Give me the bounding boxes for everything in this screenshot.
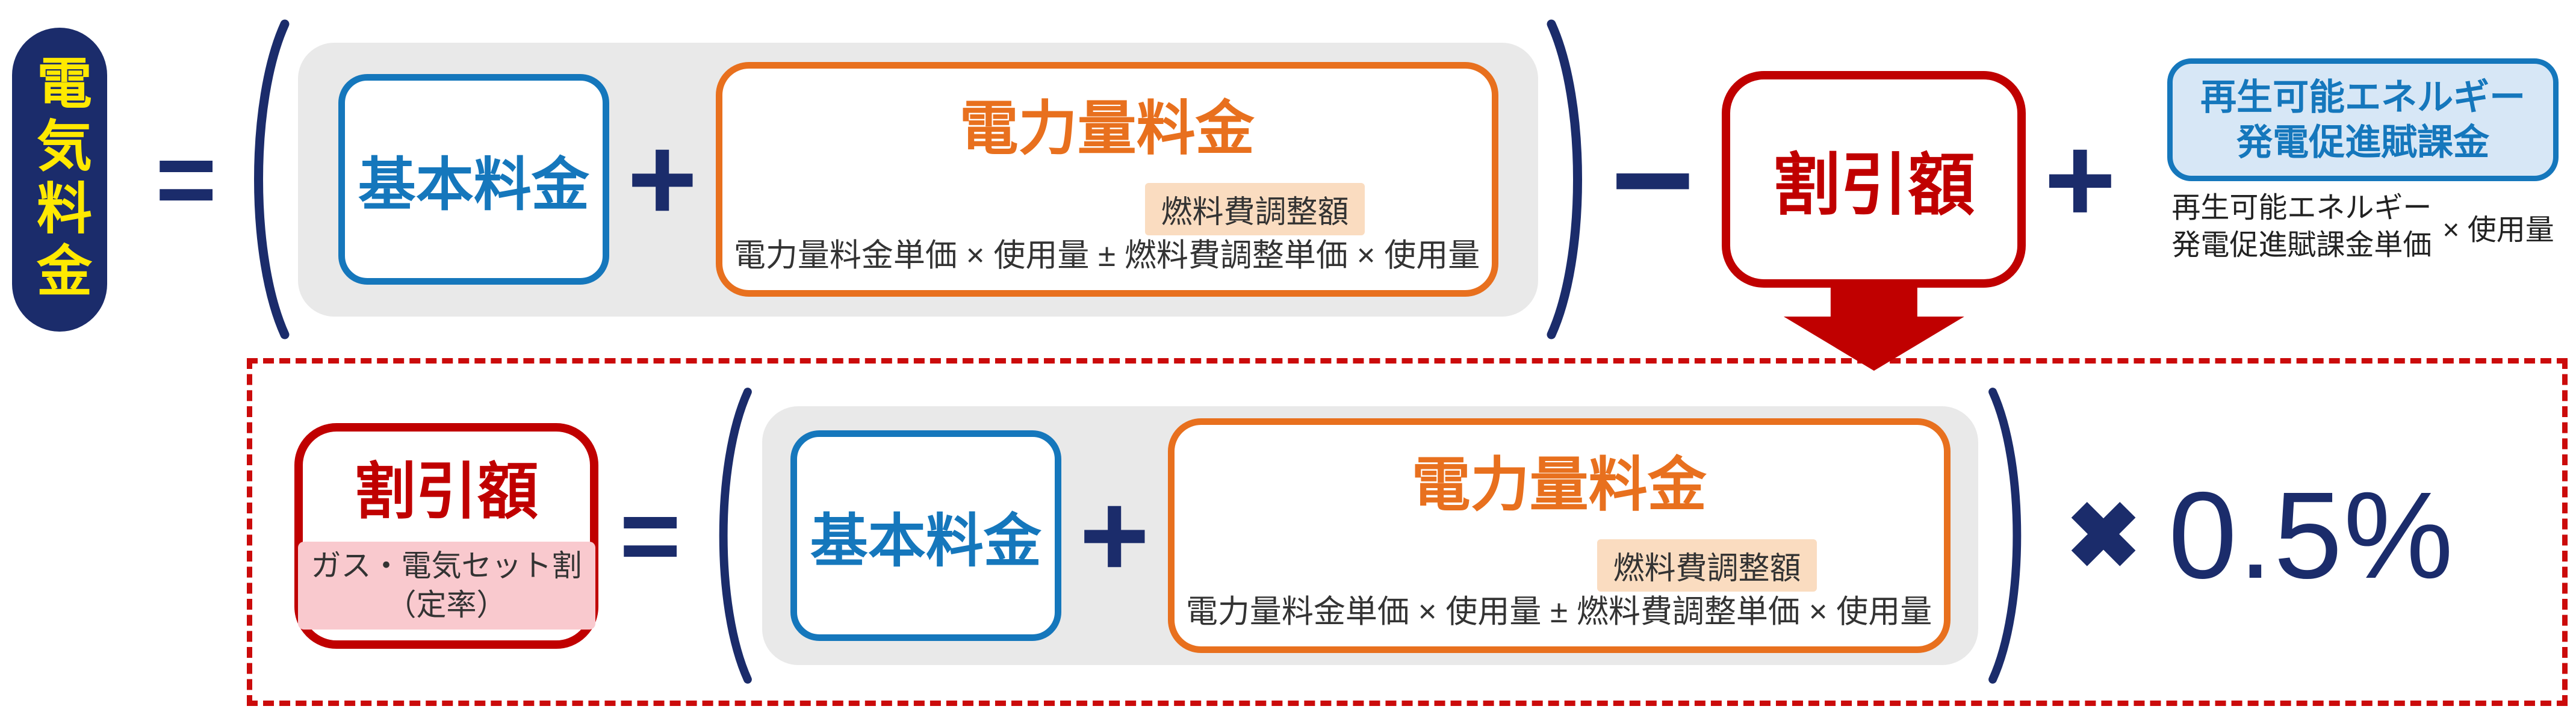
plus-sign-3: + xyxy=(1079,468,1150,602)
energy-charge-title-2: 電力量料金 xyxy=(1411,451,1707,518)
renewable-surcharge-box: 再生可能エネルギー 発電促進賦課金 xyxy=(2167,58,2559,181)
renewable-formula-line1: 再生可能エネルギー xyxy=(2171,191,2432,224)
electricity-fee-pill: 電気料金 xyxy=(12,27,107,332)
electricity-fee-label: 電気料金 xyxy=(28,54,90,305)
renewable-formula-line2: 発電促進賦課金単価 xyxy=(2171,229,2432,261)
close-paren-icon xyxy=(1547,19,1583,339)
energy-charge-box: 電力量料金 燃料費調整額 電力量料金単価 × 使用量 ± 燃料費調整単価 × 使… xyxy=(715,62,1498,297)
discount-detail-title: 割引額 xyxy=(354,457,539,526)
energy-charge-formula: 電力量料金単価 × 使用量 ± 燃料費調整単価 × 使用量 xyxy=(733,238,1480,273)
discount-label: 割引額 xyxy=(1772,147,1975,223)
basic-charge-box: 基本料金 xyxy=(338,74,609,285)
discount-rate-value: 0.5% xyxy=(2168,466,2455,604)
charge-sum-panel: 基本料金 + 電力量料金 燃料費調整額 電力量料金単価 × 使用量 ± 燃料費調… xyxy=(298,42,1539,317)
open-paren-icon-2 xyxy=(719,388,753,684)
gas-electric-set-label: ガス・電気セット割 xyxy=(311,548,582,583)
minus-sign: − xyxy=(1610,99,1695,260)
fuel-adjustment-tag-2: 燃料費調整額 xyxy=(1597,539,1817,592)
renewable-surcharge-block: 再生可能エネルギー 発電促進賦課金 再生可能エネルギー 発電促進賦課金単価 × … xyxy=(2167,58,2559,265)
discount-detail-box: 割引額 ガス・電気セット割 （定率） xyxy=(294,422,598,649)
energy-charge-formula-2: 電力量料金単価 × 使用量 ± 燃料費調整単価 × 使用量 xyxy=(1185,594,1932,630)
basic-charge-label: 基本料金 xyxy=(358,152,589,217)
open-paren-icon xyxy=(254,19,290,339)
main-formula-row: 電気料金 = 基本料金 + 電力量料金 燃料費調整額 電力量料金単価 × 使用量… xyxy=(12,11,2559,371)
plus-sign-2: + xyxy=(2044,110,2117,249)
plus-sign: + xyxy=(627,112,698,246)
equals-sign: = xyxy=(155,120,217,238)
energy-charge-title: 電力量料金 xyxy=(959,95,1255,161)
renewable-surcharge-label-line2: 発電促進賦課金 xyxy=(2236,122,2490,162)
close-paren-icon-2 xyxy=(1988,388,2022,684)
down-arrow-icon xyxy=(1783,280,1964,371)
charge-sum-panel-2: 基本料金 + 電力量料金 燃料費調整額 電力量料金単価 × 使用量 ± 燃料費調… xyxy=(762,406,1979,665)
renewable-formula-lines: 再生可能エネルギー 発電促進賦課金単価 xyxy=(2171,190,2432,265)
renewable-surcharge-formula: 再生可能エネルギー 発電促進賦課金単価 × 使用量 xyxy=(2171,190,2554,265)
basic-charge-label-2: 基本料金 xyxy=(810,509,1041,574)
energy-charge-box-2: 電力量料金 燃料費調整額 電力量料金単価 × 使用量 ± 燃料費調整単価 × 使… xyxy=(1167,418,1951,653)
basic-charge-box-2: 基本料金 xyxy=(790,430,1061,641)
discount-box: 割引額 xyxy=(1722,71,2026,288)
multiply-sign: ✖ xyxy=(2065,485,2141,586)
renewable-formula-usage: × 使用量 xyxy=(2442,214,2554,246)
gas-electric-set-tag: ガス・電気セット割 （定率） xyxy=(297,541,595,630)
equals-sign-2: = xyxy=(619,477,681,595)
renewable-surcharge-label-line1: 再生可能エネルギー xyxy=(2200,76,2526,117)
discount-detail-panel: 割引額 ガス・電気セット割 （定率） = 基本料金 + 電力量料金 燃料費調整額… xyxy=(247,358,2568,706)
discount-box-wrap: 割引額 xyxy=(1722,71,2026,371)
fuel-adjustment-tag: 燃料費調整額 xyxy=(1145,183,1365,235)
fixed-rate-label: （定率） xyxy=(386,587,507,622)
